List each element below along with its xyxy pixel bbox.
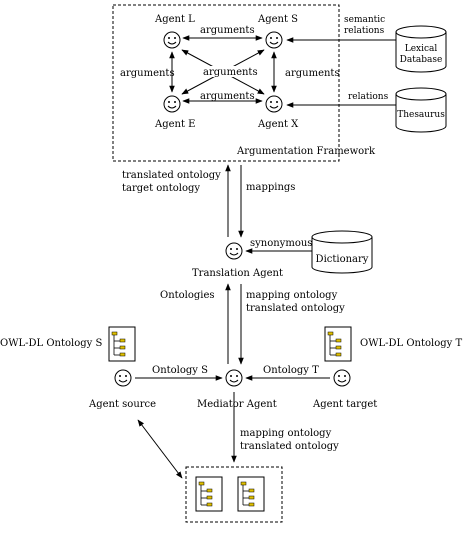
edge-e-x-label: arguments bbox=[200, 91, 255, 102]
thesaurus-label: Thesaurus bbox=[397, 110, 445, 120]
semantic-relations-line1: semantic bbox=[344, 15, 385, 25]
output-doc-1-icon bbox=[195, 476, 223, 512]
target-ontology-label: target ontology bbox=[122, 183, 200, 194]
cross-label-bg bbox=[200, 66, 248, 77]
semantic-relations-line2: relations bbox=[344, 26, 385, 36]
synonymous-label: synonymous bbox=[250, 238, 312, 249]
agent-target-label: Agent target bbox=[312, 399, 377, 410]
agent-l-icon bbox=[163, 31, 181, 49]
mediator-agent-label: Mediator Agent bbox=[197, 399, 277, 410]
ontology-s-label: Ontology S bbox=[152, 365, 208, 376]
thesaurus-relations-label: relations bbox=[348, 92, 389, 102]
ontology-t-label: Ontology T bbox=[263, 365, 319, 376]
lexical-db-line2: Database bbox=[400, 55, 443, 65]
edge-cross-label: arguments bbox=[203, 67, 258, 78]
argumentation-framework-box bbox=[112, 4, 340, 162]
output-box bbox=[185, 466, 283, 523]
translated-ontology-label: translated ontology bbox=[122, 170, 221, 181]
lexical-db-line1: Lexical bbox=[405, 44, 438, 54]
translation-agent-label: Translation Agent bbox=[192, 268, 283, 279]
edge-l-s-label: arguments bbox=[200, 25, 255, 36]
agent-s-label: Agent S bbox=[257, 14, 298, 25]
agent-source-icon bbox=[114, 369, 132, 387]
owl-dl-ontology-s-label: OWL-DL Ontology S bbox=[0, 338, 102, 349]
ontologies-label: Ontologies bbox=[160, 290, 215, 301]
edge-s-x-label: arguments bbox=[285, 68, 340, 79]
edge-l-e-label: arguments bbox=[120, 68, 175, 79]
source-to-output-arrow bbox=[137, 419, 183, 479]
argumentation-framework-title: Argumentation Framework bbox=[236, 146, 376, 157]
ontology-s-doc-icon bbox=[108, 326, 136, 362]
thesaurus-cylinder bbox=[395, 87, 447, 133]
owl-dl-ontology-t-label: OWL-DL Ontology T bbox=[360, 338, 462, 349]
translated-ontology-label-2: translated ontology bbox=[246, 303, 345, 314]
agent-x-icon bbox=[265, 95, 283, 113]
agent-e-label: Agent E bbox=[154, 119, 195, 130]
mediator-agent-icon bbox=[225, 369, 243, 387]
output-mapping-ontology-label: mapping ontology bbox=[240, 428, 332, 439]
agent-x-label: Agent X bbox=[257, 119, 299, 130]
mapping-ontology-label: mapping ontology bbox=[246, 290, 338, 301]
agent-e-icon bbox=[163, 95, 181, 113]
agent-s-icon bbox=[265, 31, 283, 49]
agent-source-label: Agent source bbox=[88, 399, 156, 410]
translation-agent-icon bbox=[225, 242, 243, 260]
ontology-t-doc-icon bbox=[324, 326, 352, 362]
mappings-label: mappings bbox=[246, 182, 295, 193]
agent-l-label: Agent L bbox=[154, 14, 195, 25]
output-doc-2-icon bbox=[237, 476, 265, 512]
dictionary-label: Dictionary bbox=[316, 254, 369, 265]
agent-target-icon bbox=[333, 369, 351, 387]
dictionary-cylinder bbox=[311, 230, 373, 274]
lexical-database-cylinder bbox=[395, 25, 447, 73]
output-translated-ontology-label: translated ontology bbox=[240, 441, 339, 452]
